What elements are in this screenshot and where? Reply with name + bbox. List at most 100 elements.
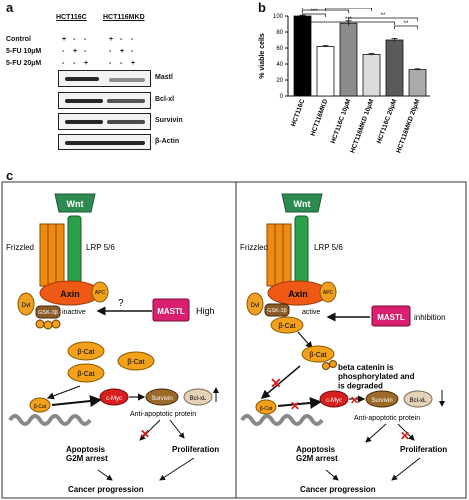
blot-survivin bbox=[58, 113, 151, 130]
blot-actin bbox=[58, 134, 151, 150]
gsk-label-right: GSK-3β bbox=[267, 308, 287, 314]
mastl-high-label: High bbox=[196, 306, 215, 316]
bcat-label-right: β-Cat bbox=[309, 352, 326, 359]
col-header-hct116mkd: HCT116MKD bbox=[103, 14, 145, 21]
row-label-5fu-10: 5-FU 10µM bbox=[6, 48, 42, 55]
bar bbox=[316, 46, 335, 97]
lrp-label-right: LRP 5/6 bbox=[314, 243, 343, 252]
blot-label-mastl: Mastl bbox=[155, 74, 173, 81]
survivin-label-left: Survivin bbox=[151, 396, 172, 402]
right-pathway: Wnt Frizzled LRP 5/6 Axin Dvl APC GSK-3β… bbox=[240, 193, 447, 494]
significance-bracket bbox=[325, 8, 372, 11]
panel-c-letter: c bbox=[6, 168, 14, 183]
treatment-sign: + bbox=[120, 48, 125, 55]
treatment-sign: - bbox=[120, 36, 123, 43]
row-label-5fu-20: 5-FU 20µM bbox=[6, 60, 42, 67]
proliferation-label-right: Proliferation bbox=[400, 445, 447, 454]
treatment-sign: + bbox=[84, 60, 89, 67]
mastl-box-left bbox=[152, 298, 190, 322]
bclxl-label-left: Bcl-xL bbox=[190, 396, 207, 402]
category-label: HCT116MKD 20µM bbox=[395, 98, 421, 154]
left-pathway: Wnt Frizzled LRP 5/6 Axin Dvl APC GSK-3β… bbox=[6, 193, 219, 494]
axin-label-right: Axin bbox=[288, 289, 308, 299]
treatment-sign: - bbox=[62, 48, 65, 55]
bar bbox=[293, 15, 312, 97]
y-tick-label: 0 bbox=[280, 94, 284, 100]
treatment-sign: + bbox=[109, 36, 114, 43]
bar bbox=[339, 22, 358, 97]
panel-b-letter: b bbox=[258, 0, 266, 15]
mastl-label-right: MASTL bbox=[377, 313, 405, 322]
question-mark: ? bbox=[118, 298, 124, 309]
treatment-sign: - bbox=[109, 48, 112, 55]
treatment-sign: - bbox=[84, 36, 87, 43]
wnt-ligand-right bbox=[281, 193, 323, 213]
apc-label-right: APC bbox=[323, 290, 334, 296]
wnt-ligand-left bbox=[54, 193, 96, 213]
mastl-label-left: MASTL bbox=[157, 307, 185, 316]
cmyc-label-right: c-Myc bbox=[326, 398, 342, 404]
treatment-sign: - bbox=[109, 60, 112, 67]
svg-text:✕: ✕ bbox=[400, 429, 410, 443]
col-header-hct116c: HCT116C bbox=[56, 14, 87, 21]
progression-label-left: Cancer progression bbox=[68, 485, 144, 494]
category-label: HCT116MKD bbox=[310, 98, 330, 137]
significance-label: ** bbox=[404, 21, 409, 27]
category-label: HCT116C bbox=[290, 98, 306, 127]
bcat-label-left-1: β-Cat bbox=[77, 349, 94, 356]
wnt-label-right: Wnt bbox=[294, 199, 311, 209]
treatment-sign: - bbox=[84, 48, 87, 55]
proliferation-label-left: Proliferation bbox=[172, 445, 219, 454]
antiapop-label-left: Anti-apoptotic protein bbox=[130, 411, 196, 418]
significance-bracket bbox=[394, 25, 418, 29]
y-tick-label: 100 bbox=[273, 14, 284, 20]
treatment-sign: - bbox=[131, 48, 134, 55]
svg-text:✕: ✕ bbox=[270, 375, 282, 391]
pathway-diagram: Wnt Frizzled LRP 5/6 Axin Dvl APC GSK-3β… bbox=[1, 181, 467, 499]
svg-text:✕: ✕ bbox=[350, 395, 359, 407]
blot-mastl bbox=[58, 70, 151, 87]
active-label-right: active bbox=[302, 309, 320, 316]
category-label: HCT116C 20µM bbox=[376, 98, 399, 144]
frizzled-label-right: Frizzled bbox=[240, 243, 268, 252]
y-axis-label: % viable cells bbox=[259, 33, 266, 79]
blot-bclxl bbox=[58, 92, 151, 109]
cmyc-label-left: c-Myc bbox=[106, 396, 122, 402]
gsk-label-left: GSK-3β bbox=[38, 310, 58, 316]
y-tick-label: 60 bbox=[276, 46, 283, 52]
survivin-label-right: Survivin bbox=[371, 398, 392, 404]
treatment-sign: + bbox=[131, 60, 136, 67]
treatment-sign: + bbox=[73, 48, 78, 55]
lrp-label-left: LRP 5/6 bbox=[86, 243, 115, 252]
bcat-small-right: β-Cat bbox=[260, 406, 273, 412]
axin-label-left: Axin bbox=[60, 289, 80, 299]
blot-label-actin: β-Actin bbox=[155, 138, 180, 145]
category-label: HCT116C 10µM bbox=[330, 98, 353, 144]
significance-bracket bbox=[348, 17, 418, 21]
row-label-control: Control bbox=[6, 36, 31, 43]
treatment-sign: - bbox=[73, 60, 76, 67]
bcat-small-left: β-Cat bbox=[34, 404, 47, 410]
mastl-inhibition-label: inhibition bbox=[414, 313, 446, 322]
treatment-sign: + bbox=[62, 36, 67, 43]
inactive-label-left: inactive bbox=[62, 309, 86, 316]
y-tick-label: 80 bbox=[276, 30, 283, 36]
bar bbox=[362, 54, 381, 97]
bar bbox=[385, 39, 404, 97]
apc-label-left: APC bbox=[95, 290, 106, 296]
frizzled-label-left: Frizzled bbox=[6, 243, 34, 252]
dvl-label-left: Dvl bbox=[22, 303, 31, 309]
treatment-sign: - bbox=[120, 60, 123, 67]
significance-label: ** bbox=[381, 13, 386, 19]
treatment-sign: - bbox=[73, 36, 76, 43]
svg-text:✕: ✕ bbox=[290, 399, 300, 413]
significance-label: *** bbox=[310, 9, 318, 15]
bcat-label-left-2: β-Cat bbox=[127, 359, 144, 366]
panel-a-letter: a bbox=[6, 0, 14, 15]
wnt-label-left: Wnt bbox=[67, 199, 84, 209]
blot-label-bclxl: Bcl-xl bbox=[155, 96, 175, 103]
